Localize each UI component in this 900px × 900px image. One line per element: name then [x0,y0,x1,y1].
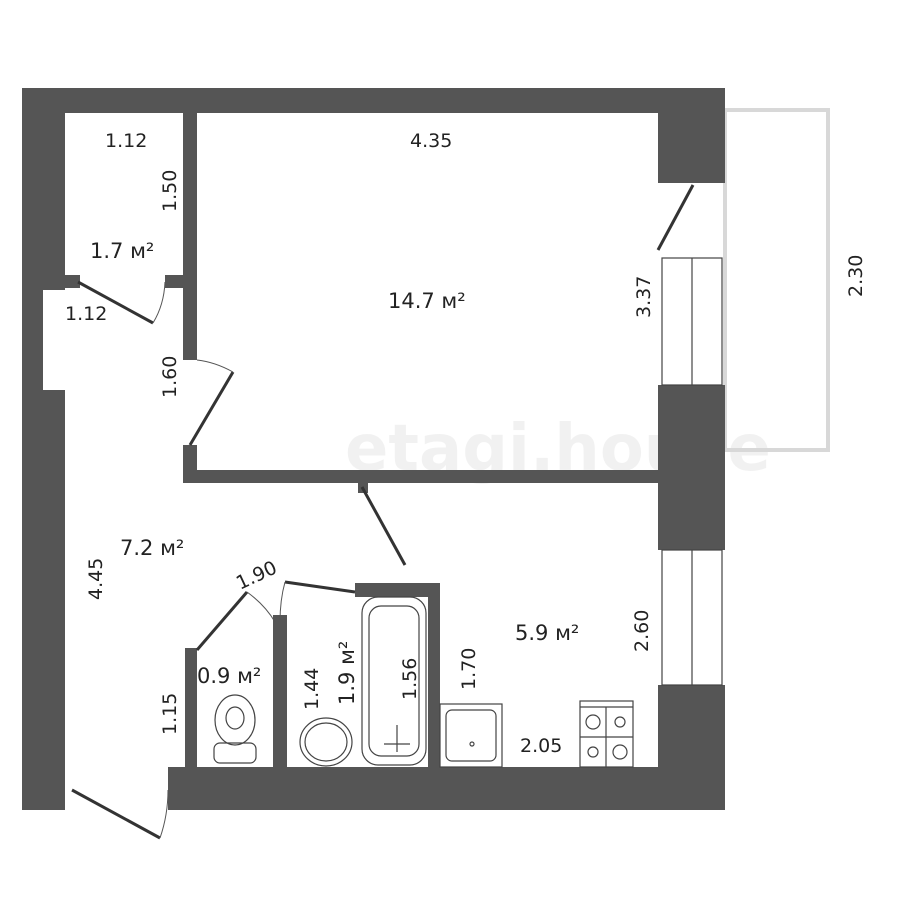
walls [22,88,725,810]
hall-length: 4.45 [85,558,107,600]
hall-width-top: 1.12 [65,303,107,325]
bathroom-area: 1.9 м² [335,641,359,705]
bath-length: 1.56 [399,658,421,700]
window-living [661,257,723,386]
stove-icon [579,700,634,768]
balcony-outline [723,108,830,452]
toilet-icon [213,694,257,764]
bathtub-icon [361,596,427,766]
kitchen-side: 2.60 [631,610,653,652]
hall-door-side: 1.60 [159,356,181,398]
living-length: 3.37 [633,276,655,318]
window-kitchen [661,549,723,686]
kitchen-area: 5.9 м² [515,621,579,645]
hall-area: 7.2 м² [120,536,184,560]
storage-width: 1.12 [105,130,147,152]
hall-bottom: 1.15 [159,693,181,735]
storage-area: 1.7 м² [90,239,154,263]
kitchen-sink-icon [439,703,503,768]
living-area: 14.7 м² [388,289,466,313]
kitchen-width: 2.05 [520,735,562,757]
doors [71,184,695,840]
balcony-length: 2.30 [845,255,867,297]
sink-icon [299,717,353,767]
hall-diag: 1.90 [233,557,281,595]
kitchen-length: 1.70 [458,648,480,690]
toilet-area: 0.9 м² [197,664,261,688]
storage-length: 1.50 [159,170,181,212]
living-width: 4.35 [410,130,452,152]
bathroom-width: 1.44 [301,668,323,710]
